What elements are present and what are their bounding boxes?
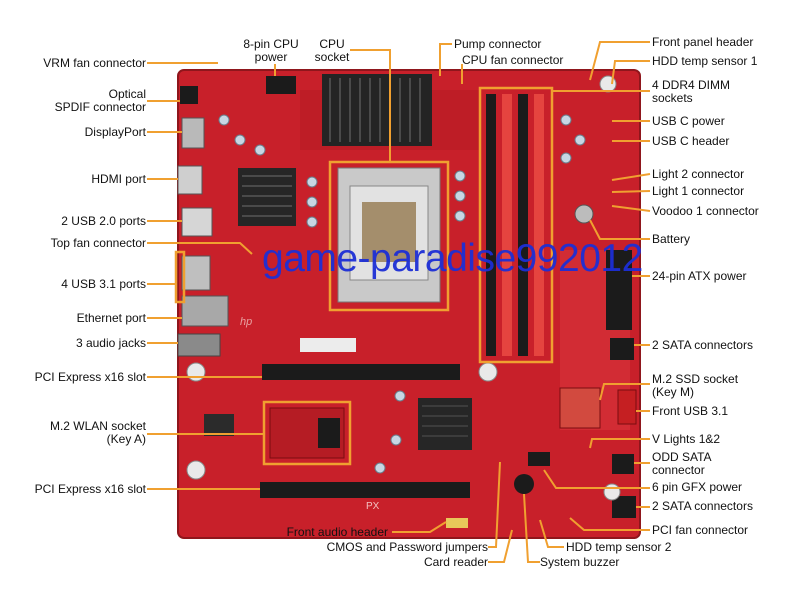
label-m2-ssd-line1: M.2 SSD socket bbox=[652, 372, 739, 386]
io-usb31 bbox=[181, 255, 211, 291]
io-usb20 bbox=[181, 207, 213, 237]
label-hdd-temp-1: HDD temp sensor 1 bbox=[652, 54, 758, 68]
label-sata-b: 2 SATA connectors bbox=[652, 499, 753, 513]
label-optical-spdif-line2: SPDIF connector bbox=[54, 100, 146, 114]
label-vlights: V Lights 1&2 bbox=[652, 432, 721, 446]
label-atx-power: 24-pin ATX power bbox=[652, 269, 747, 283]
label-odd-sata-line1: ODD SATA bbox=[652, 450, 712, 464]
label-audio-jacks: 3 audio jacks bbox=[75, 336, 146, 350]
label-m2-wlan-line1: M.2 WLAN socket bbox=[49, 419, 146, 433]
label-ethernet: Ethernet port bbox=[76, 311, 146, 325]
label-odd-sata: ODD SATA connector bbox=[652, 451, 712, 477]
label-cpu-socket-line2: socket bbox=[314, 50, 350, 64]
label-usbc-power: USB C power bbox=[652, 114, 725, 128]
label-voodoo: Voodoo 1 connector bbox=[652, 204, 759, 218]
sata-connectors-b bbox=[612, 496, 636, 518]
label-cpu-power-line2: power bbox=[254, 50, 288, 64]
label-pci-fan: PCI fan connector bbox=[652, 523, 749, 537]
label-m2-ssd-line2: (Key M) bbox=[652, 385, 694, 399]
atx-power-connector bbox=[606, 250, 632, 330]
label-usb31: 4 USB 3.1 ports bbox=[61, 277, 146, 291]
io-audio bbox=[177, 333, 221, 357]
label-battery: Battery bbox=[652, 232, 691, 246]
label-cpu-power: 8-pin CPU power bbox=[240, 38, 302, 64]
front-usb31-header bbox=[617, 389, 637, 425]
label-cpu-socket: CPU socket bbox=[312, 38, 352, 64]
io-displayport bbox=[181, 117, 205, 149]
label-hdmi: HDMI port bbox=[91, 172, 146, 186]
outline-dimm bbox=[478, 86, 554, 364]
label-usbc-header: USB C header bbox=[652, 134, 730, 148]
dimm-slot-1 bbox=[486, 94, 496, 356]
board-silk-text: PX bbox=[366, 501, 380, 512]
label-m2-wlan: M.2 WLAN socket (Key A) bbox=[50, 420, 146, 446]
label-optical-spdif: Optical SPDIF connector bbox=[55, 88, 146, 114]
label-cpu-fan: CPU fan connector bbox=[462, 53, 564, 67]
label-top-fan: Top fan connector bbox=[50, 236, 146, 250]
board-logo: hp bbox=[240, 316, 253, 328]
vrm-heatsink-top bbox=[322, 74, 432, 146]
label-m2-wlan-line2: (Key A) bbox=[106, 432, 146, 446]
watermark-text: game-paradise992012 bbox=[262, 237, 643, 280]
label-vrm-fan: VRM fan connector bbox=[43, 56, 146, 70]
label-hdd-temp-2: HDD temp sensor 2 bbox=[566, 540, 672, 554]
cpu-power-connector bbox=[266, 76, 296, 94]
label-sata-a: 2 SATA connectors bbox=[652, 338, 753, 352]
io-hdmi bbox=[177, 165, 203, 195]
label-light-1: Light 1 connector bbox=[652, 184, 745, 198]
label-cpu-socket-line1: CPU bbox=[319, 37, 345, 51]
sata-connectors-a bbox=[610, 338, 634, 360]
dimm-slot-3 bbox=[518, 94, 528, 356]
label-usb20: 2 USB 2.0 ports bbox=[61, 214, 146, 228]
label-m2-ssd: M.2 SSD socket (Key M) bbox=[652, 373, 738, 399]
label-buzzer: System buzzer bbox=[540, 555, 620, 569]
label-displayport: DisplayPort bbox=[84, 125, 146, 139]
dimm-slot-2 bbox=[502, 94, 512, 356]
label-gfx-power: 6 pin GFX power bbox=[652, 480, 743, 494]
label-dimm-line1: 4 DDR4 DIMM bbox=[652, 78, 731, 92]
m2-ssd-socket bbox=[559, 387, 601, 429]
system-buzzer bbox=[514, 474, 534, 494]
label-pcie-slot-2: PCI Express x16 slot bbox=[34, 482, 146, 496]
label-pcie-slot-1: PCI Express x16 slot bbox=[34, 370, 146, 384]
dimm-slot-4 bbox=[534, 94, 544, 356]
label-cpu-power-line1: 8-pin CPU bbox=[243, 37, 299, 51]
label-optical-spdif-line1: Optical bbox=[108, 87, 146, 101]
label-pump: Pump connector bbox=[454, 37, 542, 51]
label-dimm-line2: sockets bbox=[652, 91, 693, 105]
label-dimm: 4 DDR4 DIMM sockets bbox=[652, 79, 730, 105]
battery bbox=[574, 204, 594, 224]
io-optical bbox=[180, 86, 198, 104]
label-front-usb31: Front USB 3.1 bbox=[652, 404, 729, 418]
label-odd-sata-line2: connector bbox=[652, 463, 705, 477]
outline-io-usb31 bbox=[174, 250, 186, 304]
pcie-slot-1 bbox=[262, 364, 460, 380]
label-card-reader: Card reader bbox=[423, 555, 488, 569]
label-front-panel: Front panel header bbox=[652, 35, 754, 49]
label-light-2: Light 2 connector bbox=[652, 167, 745, 181]
odd-sata bbox=[612, 454, 634, 474]
io-ethernet bbox=[181, 295, 229, 327]
label-cmos: CMOS and Password jumpers bbox=[326, 540, 488, 554]
label-front-audio: Front audio header bbox=[286, 525, 388, 539]
pcie-slot-2 bbox=[260, 482, 470, 498]
